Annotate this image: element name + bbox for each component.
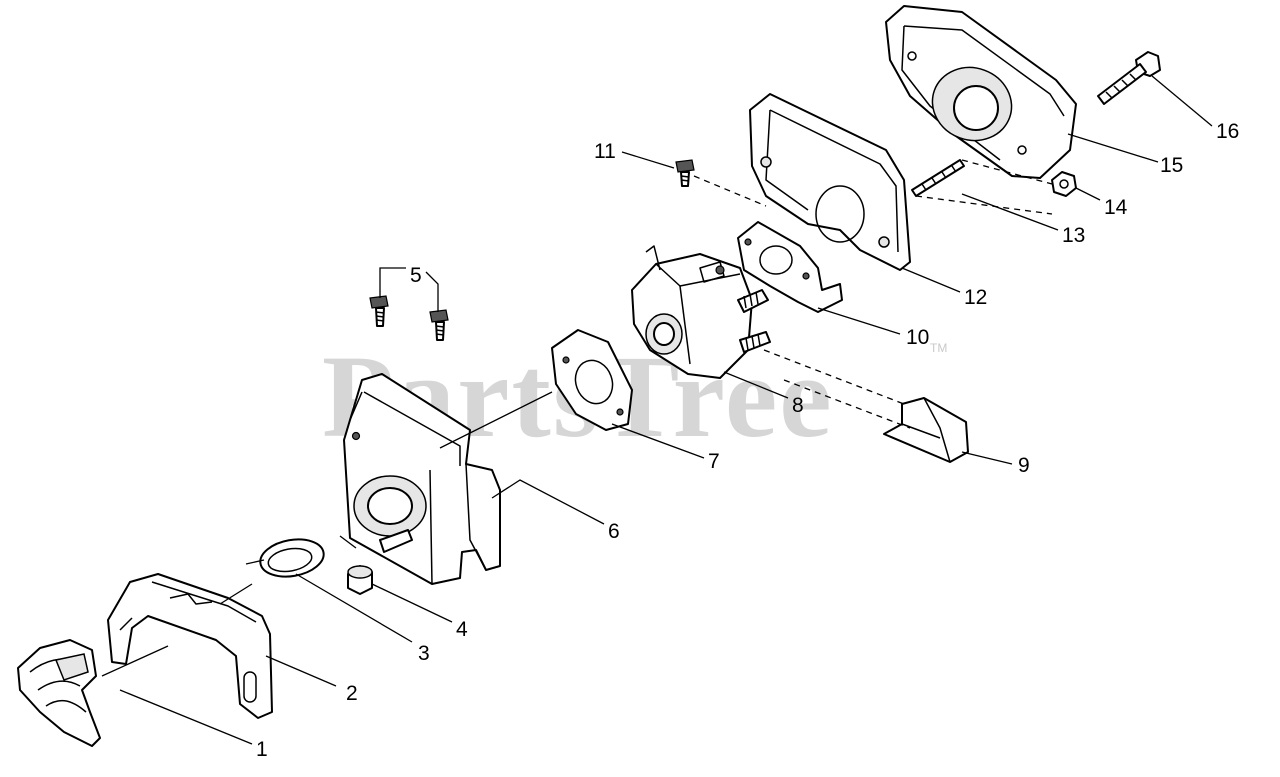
callout-6: 6	[608, 520, 620, 543]
watermark-trademark: TM	[930, 341, 947, 355]
part-16-bolt[interactable]	[1097, 51, 1161, 105]
part-5-screws[interactable]	[369, 295, 449, 341]
leader-lines	[101, 75, 1213, 745]
dashed-alignment-lines	[693, 159, 1053, 429]
part-1-intake-elbow[interactable]	[17, 639, 101, 747]
part-12-filter-plate[interactable]	[749, 93, 911, 271]
screw-left	[369, 295, 389, 327]
callout-2: 2	[346, 682, 358, 705]
part-2-mounting-bracket[interactable]	[107, 573, 273, 719]
part-10-gasket-bracket[interactable]	[737, 221, 843, 313]
callout-numbers: 1 2 3 4 5 6 7 8 9 10 11 12 13 14 15 16	[256, 120, 1239, 761]
callout-11: 11	[594, 140, 616, 163]
part-9-clip[interactable]	[883, 397, 969, 463]
callout-12: 12	[964, 286, 987, 309]
screw-right	[429, 309, 449, 341]
part-7-spacer-plate[interactable]	[551, 329, 633, 431]
part-8-carburetor[interactable]	[631, 245, 771, 379]
callout-13: 13	[1062, 224, 1085, 247]
callout-10: 10	[906, 326, 929, 349]
part-14-nut[interactable]	[1051, 171, 1077, 197]
callout-16: 16	[1216, 120, 1239, 143]
part-4-bushing[interactable]	[347, 565, 373, 595]
part-3-o-ring[interactable]	[257, 535, 326, 582]
part-15-filter-cover[interactable]	[885, 5, 1077, 179]
part-13-stud[interactable]	[911, 159, 965, 197]
part-6-housing[interactable]	[343, 373, 501, 585]
callout-9: 9	[1018, 454, 1030, 477]
callout-7: 7	[708, 450, 720, 473]
part-11-screw[interactable]	[675, 159, 695, 187]
callout-15: 15	[1160, 154, 1183, 177]
callout-1: 1	[256, 738, 268, 761]
callout-3: 3	[418, 642, 430, 665]
callout-8: 8	[792, 394, 804, 417]
callout-5: 5	[410, 264, 422, 287]
callout-4: 4	[456, 618, 468, 641]
callout-14: 14	[1104, 196, 1128, 219]
